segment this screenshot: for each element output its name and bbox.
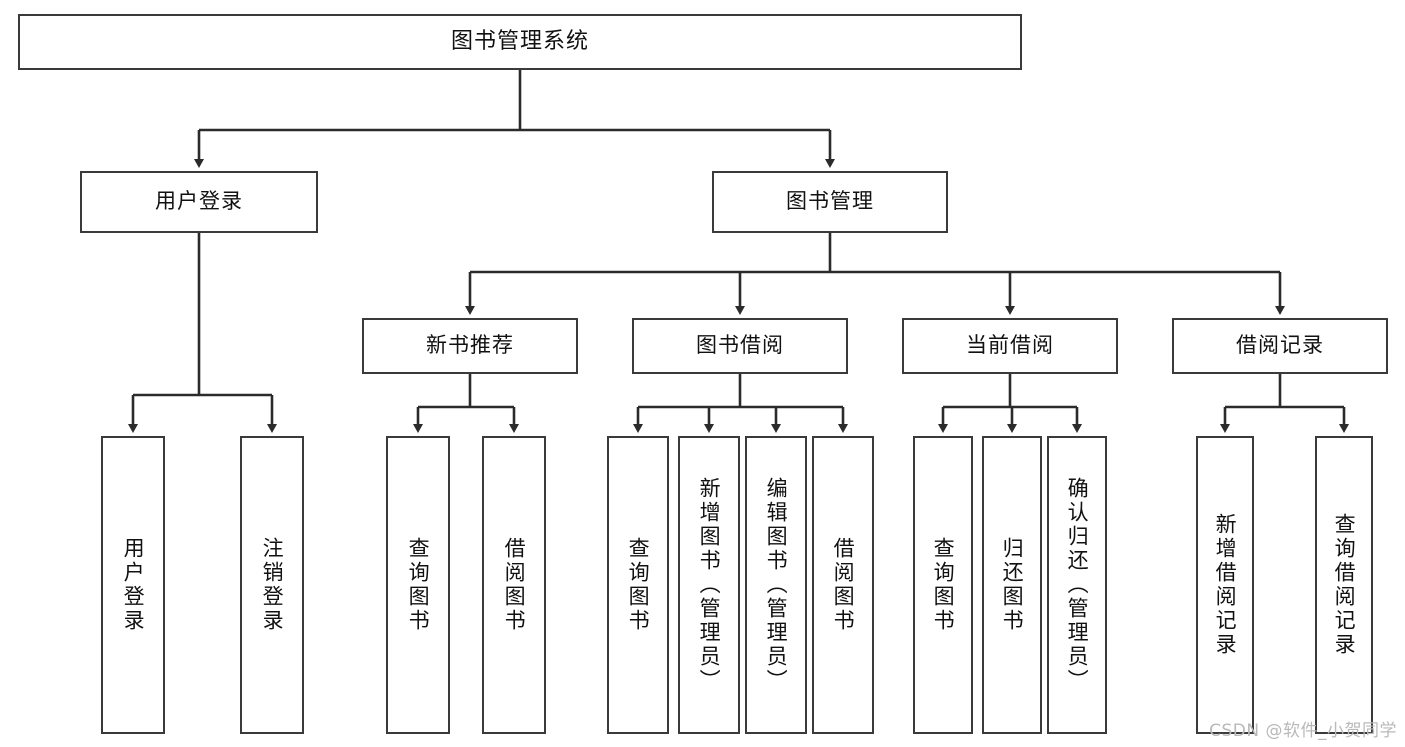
node-leaf-borrow-book-2[interactable]: 借阅图书	[812, 436, 874, 734]
node-user-login[interactable]: 用户登录	[80, 171, 318, 233]
node-label: 新书推荐	[426, 333, 514, 358]
node-leaf-edit-book-admin[interactable]: 编辑图书（管理员）	[745, 436, 807, 734]
node-book-manage[interactable]: 图书管理	[712, 171, 948, 233]
node-leaf-confirm-return-admin[interactable]: 确认归还（管理员）	[1047, 436, 1107, 734]
node-label: 图书借阅	[696, 333, 784, 358]
node-label: 查询图书	[931, 537, 956, 633]
node-book-borrow[interactable]: 图书借阅	[632, 318, 848, 374]
node-label: 查询借阅记录	[1332, 513, 1357, 657]
node-label: 当前借阅	[966, 333, 1054, 358]
node-root[interactable]: 图书管理系统	[18, 14, 1022, 70]
node-leaf-query-book-1[interactable]: 查询图书	[386, 436, 450, 734]
node-label: 用户登录	[155, 189, 243, 214]
watermark: CSDN @软件_小贺同学	[1209, 721, 1397, 741]
node-label: 编辑图书（管理员）	[764, 477, 789, 693]
node-label: 注销登录	[260, 537, 285, 633]
node-leaf-add-book-admin[interactable]: 新增图书（管理员）	[678, 436, 740, 734]
node-new-book-recommend[interactable]: 新书推荐	[362, 318, 578, 374]
node-label: 查询图书	[406, 537, 431, 633]
node-label: 归还图书	[1000, 537, 1025, 633]
node-label: 确认归还（管理员）	[1065, 477, 1090, 693]
node-label: 图书管理	[786, 189, 874, 214]
node-leaf-return-book[interactable]: 归还图书	[982, 436, 1042, 734]
node-current-borrow[interactable]: 当前借阅	[902, 318, 1118, 374]
node-label: 新增借阅记录	[1213, 513, 1238, 657]
node-label: 图书管理系统	[450, 28, 589, 54]
node-leaf-query-book-2[interactable]: 查询图书	[607, 436, 669, 734]
node-label: 用户登录	[121, 537, 146, 633]
node-leaf-query-borrow-record[interactable]: 查询借阅记录	[1315, 436, 1373, 734]
node-borrow-record[interactable]: 借阅记录	[1172, 318, 1388, 374]
node-leaf-query-book-3[interactable]: 查询图书	[913, 436, 973, 734]
node-label: 借阅记录	[1236, 333, 1324, 358]
node-leaf-add-borrow-record[interactable]: 新增借阅记录	[1196, 436, 1254, 734]
node-leaf-user-login[interactable]: 用户登录	[101, 436, 165, 734]
node-leaf-borrow-book-1[interactable]: 借阅图书	[482, 436, 546, 734]
node-label: 新增图书（管理员）	[697, 477, 722, 693]
node-label: 借阅图书	[831, 537, 856, 633]
node-label: 借阅图书	[502, 537, 527, 633]
node-label: 查询图书	[626, 537, 651, 633]
node-leaf-logout[interactable]: 注销登录	[240, 436, 304, 734]
